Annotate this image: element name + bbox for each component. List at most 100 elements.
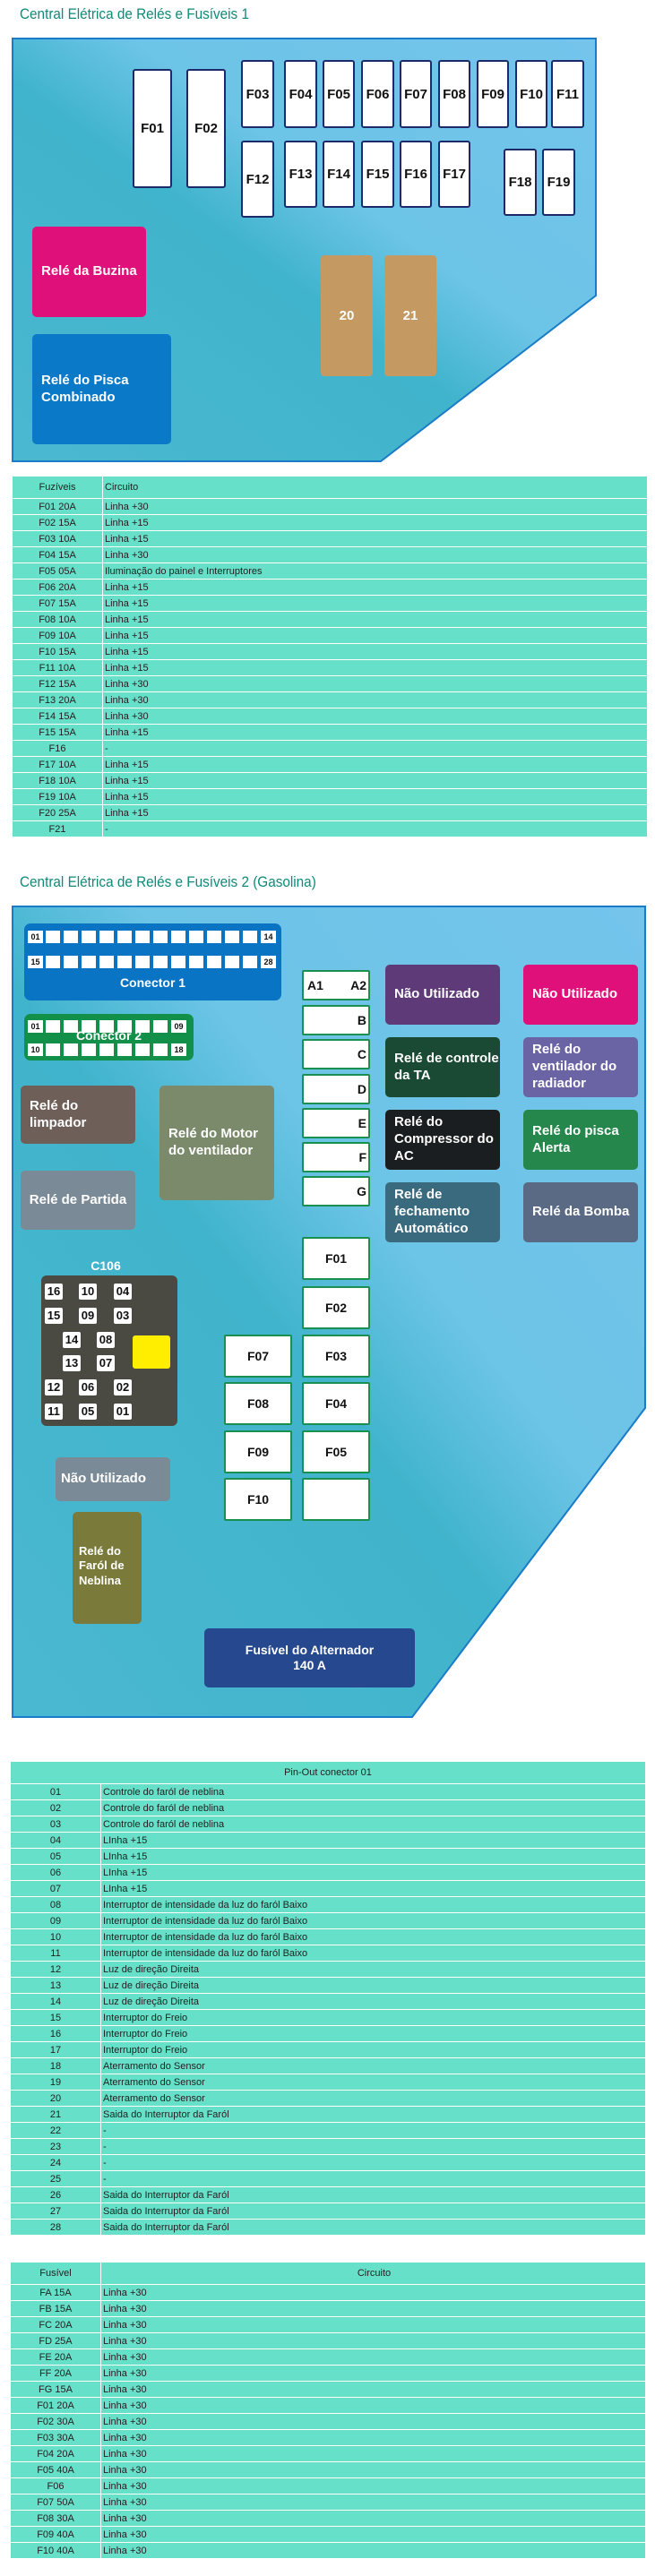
connector-pin[interactable] [153,1043,168,1056]
fuse-f12[interactable]: F12 [241,141,274,218]
c106-pin[interactable]: 04 [114,1284,132,1300]
connector-pin[interactable] [117,1020,132,1033]
connector-pin[interactable] [99,1043,114,1056]
fuse-f01[interactable]: F01 [133,69,172,188]
fuse-f18[interactable]: F18 [504,149,537,216]
relay-n-o-utilizado[interactable]: Não Utilizado [385,965,500,1025]
fuse2-f02[interactable]: F02 [302,1286,370,1329]
connector-pin[interactable] [99,1020,114,1033]
c106-pin[interactable]: 03 [114,1308,132,1324]
c106-pin[interactable]: 06 [79,1379,97,1395]
connector-pin[interactable] [46,1020,60,1033]
relay-rel-de-controle-da-ta[interactable]: Relé de controle da TA [385,1037,500,1097]
connector-pin[interactable] [189,931,203,943]
connector-pin[interactable] [64,931,78,943]
c106-pin[interactable]: 02 [114,1379,132,1395]
relay-horn[interactable]: Relé da Buzina [32,227,146,317]
connector-pin[interactable] [153,931,168,943]
connector-pin[interactable] [171,956,185,968]
relay-rel-da-bomba[interactable]: Relé da Bomba [523,1182,638,1242]
fuse2-f05[interactable]: F05 [302,1430,370,1473]
connector-pin[interactable] [135,956,150,968]
connector-pin[interactable] [82,931,96,943]
relay-rel-do-compressor-do-ac[interactable]: Relé do Compressor do AC [385,1110,500,1170]
connector-pin[interactable] [135,1020,150,1033]
c106-pin[interactable]: 13 [63,1355,81,1371]
fuse2-f09[interactable]: F09 [224,1430,292,1473]
fuse-f05[interactable]: F05 [323,60,355,128]
fuse-e[interactable]: E [302,1108,370,1138]
relay-n-o-utilizado[interactable]: Não Utilizado [523,965,638,1025]
fuse-f04[interactable]: F04 [284,60,317,128]
relay-rel-do-motor-do-ventilador[interactable]: Relé do Motor do ventilador [159,1086,274,1200]
fuse-f08[interactable]: F08 [438,60,470,128]
connector-pin[interactable] [46,956,60,968]
connector-pin[interactable] [225,956,239,968]
connector-pin[interactable] [171,931,185,943]
connector-pin[interactable] [243,956,257,968]
fuse-b[interactable]: B [302,1005,370,1035]
fuse2-f04[interactable]: F04 [302,1382,370,1425]
c106-pin[interactable]: 15 [45,1308,63,1324]
fuse-c[interactable]: C [302,1039,370,1069]
relay-blinker[interactable]: Relé do Pisca Combinado [32,334,171,444]
relay-rel-do-limpador[interactable]: Relé do limpador [21,1086,135,1144]
c106-pin[interactable]: 05 [79,1404,97,1420]
fuse-f09[interactable]: F09 [477,60,509,128]
connector-pin[interactable] [117,956,132,968]
connector-pin[interactable] [64,1043,78,1056]
connector-pin[interactable] [46,1043,60,1056]
connector-pin[interactable] [64,1020,78,1033]
connector-pin[interactable] [207,956,221,968]
fuse-g[interactable]: G [302,1176,370,1206]
fuse-f06[interactable]: F06 [361,60,394,128]
relay-rel-do-ventilador-do-radiador[interactable]: Relé do ventilador do radiador [523,1037,638,1097]
connector-pin[interactable] [207,931,221,943]
relay-n-o-utilizado[interactable]: Não Utilizado [56,1457,170,1501]
connector-pin[interactable] [64,956,78,968]
fuse-f03[interactable]: F03 [241,60,274,128]
relay-rel-de-fechamento-autom-tico[interactable]: Relé de fechamento Automático [385,1182,500,1242]
fuse-f15[interactable]: F15 [361,141,394,208]
c106-pin[interactable]: 12 [45,1379,63,1395]
connector-pin[interactable] [46,931,60,943]
c106-pin[interactable]: 16 [45,1284,63,1300]
c106-pin[interactable]: 09 [79,1308,97,1324]
fuse-d[interactable]: D [302,1074,370,1104]
connector-pin[interactable] [243,931,257,943]
connector-pin[interactable] [135,1043,150,1056]
fuse2-f07[interactable]: F07 [224,1335,292,1378]
fuse-f14[interactable]: F14 [323,141,355,208]
connector-pin[interactable] [135,931,150,943]
connector-pin[interactable] [225,931,239,943]
fuse-f17[interactable]: F17 [438,141,470,208]
c106-pin[interactable]: 10 [79,1284,97,1300]
c106-pin[interactable]: 11 [45,1404,63,1420]
relay-21[interactable]: 21 [384,255,436,376]
connector-pin[interactable] [117,931,132,943]
relay-rel-de-partida[interactable]: Relé de Partida [21,1171,135,1230]
c106-pin[interactable]: 14 [63,1332,81,1348]
fuse2-f03[interactable]: F03 [302,1335,370,1378]
c106-pin[interactable]: 07 [97,1355,115,1371]
fuse-f11[interactable]: F11 [551,60,584,128]
fuse-f13[interactable]: F13 [284,141,317,208]
connector-pin[interactable] [99,931,114,943]
fuse2-f01[interactable]: F01 [302,1237,370,1280]
connector-pin[interactable] [153,956,168,968]
fuse-f10[interactable]: F10 [515,60,547,128]
fuse-f19[interactable]: F19 [542,149,575,216]
fuse-f02[interactable]: F02 [186,69,226,188]
fuse2-f08[interactable]: F08 [224,1382,292,1425]
fuse2-f10[interactable]: F10 [224,1478,292,1521]
relay-rel-do-far-l-de-neblina[interactable]: Relé do Faról de Neblina [73,1512,142,1624]
connector-pin[interactable] [153,1020,168,1033]
fuse2-empty[interactable] [302,1478,370,1521]
relay-rel-do-pisca-alerta[interactable]: Relé do pisca Alerta [523,1110,638,1170]
connector-pin[interactable] [99,956,114,968]
fuse-f07[interactable]: F07 [400,60,432,128]
c106-pin[interactable]: 08 [97,1332,115,1348]
